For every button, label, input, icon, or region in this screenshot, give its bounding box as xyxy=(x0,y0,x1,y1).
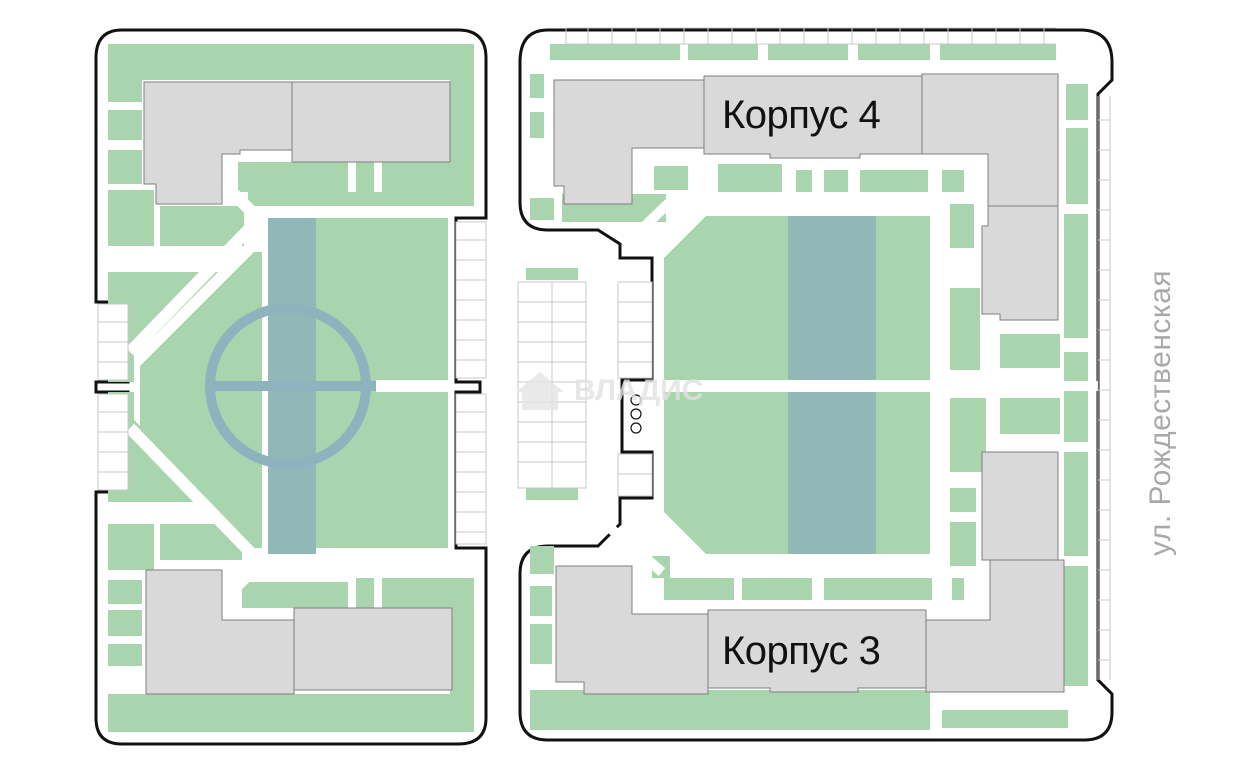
left-block xyxy=(94,28,488,746)
middle-parking-block xyxy=(517,281,653,497)
svg-text:ВЛАДИС: ВЛАДИС xyxy=(574,374,703,407)
building-east-lower xyxy=(981,451,1059,561)
right-block: Корпус 4 Корпус 3 xyxy=(517,27,1114,742)
left-buildings xyxy=(143,81,453,695)
left-fountain-circle xyxy=(205,303,376,469)
building-k3-west xyxy=(555,565,709,695)
right-buildings xyxy=(553,73,1065,695)
watermark-house-icon xyxy=(516,372,564,410)
utility-circles xyxy=(630,394,642,434)
street-name: ул. Рождественская xyxy=(1144,270,1177,556)
left-diagonal-paths xyxy=(125,179,277,603)
building-label-k3: Корпус 3 xyxy=(722,629,880,673)
right-courtyard-paths xyxy=(606,196,1098,576)
left-parking-west xyxy=(97,303,129,491)
building-k3-east xyxy=(925,559,1065,693)
left-building-ne xyxy=(291,81,451,163)
right-parking-east xyxy=(1097,96,1111,680)
building-label-k4: Корпус 4 xyxy=(722,93,881,137)
building-k3-center xyxy=(707,609,927,693)
left-parking-east xyxy=(455,221,487,545)
building-east-upper xyxy=(981,205,1059,321)
watermark: ВЛАДИС xyxy=(516,372,703,410)
right-parking-north xyxy=(565,27,1056,45)
left-building-se xyxy=(293,607,453,691)
